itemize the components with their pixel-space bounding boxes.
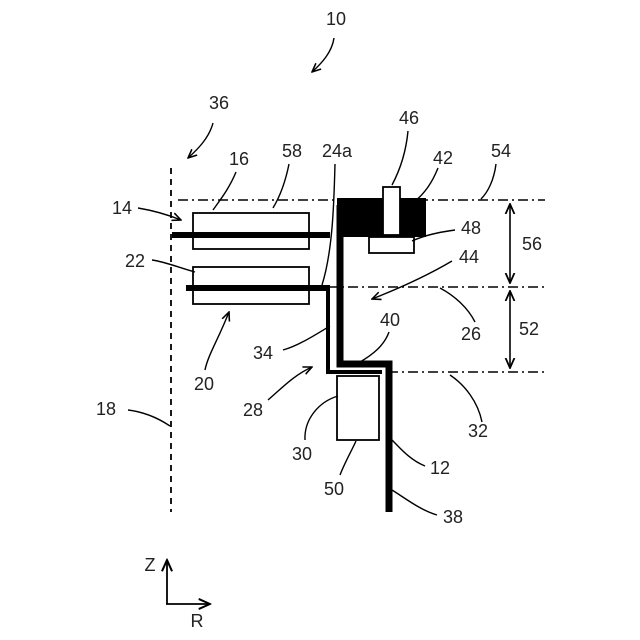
label-54: 54 (491, 141, 511, 161)
leader-10 (312, 38, 334, 72)
leader-58 (273, 164, 289, 208)
block-42 (337, 198, 426, 237)
path-24a (328, 288, 382, 372)
leader-18 (128, 410, 170, 426)
label-34: 34 (253, 343, 273, 363)
label-50: 50 (324, 479, 344, 499)
label-38: 38 (443, 507, 463, 527)
label-44: 44 (459, 247, 479, 267)
leader-42 (415, 168, 438, 201)
leader-46 (392, 131, 408, 185)
leader-26 (440, 288, 475, 322)
label-28: 28 (243, 400, 263, 420)
label-58: 58 (282, 141, 302, 161)
label-26: 26 (461, 324, 481, 344)
label-22: 22 (125, 251, 145, 271)
label-14: 14 (112, 198, 132, 218)
leader-40 (360, 332, 389, 362)
leader-54 (481, 164, 496, 199)
leader-28 (268, 367, 312, 400)
label-18: 18 (96, 399, 116, 419)
label-16: 16 (229, 149, 249, 169)
leader-44 (372, 261, 452, 299)
label-42: 42 (433, 148, 453, 168)
leader-32 (450, 375, 482, 422)
axis-r-label: R (191, 611, 204, 631)
label-36: 36 (209, 93, 229, 113)
label-52: 52 (519, 319, 539, 339)
label-12: 12 (430, 458, 450, 478)
label-24a: 24a (322, 141, 353, 161)
leader-30 (305, 396, 338, 440)
leader-24a (322, 164, 335, 285)
leader-20 (205, 312, 229, 370)
axis-z-label: Z (145, 555, 156, 575)
leader-36 (188, 123, 213, 158)
leader-50 (340, 441, 356, 475)
label-20: 20 (194, 374, 214, 394)
leader-22 (152, 260, 195, 272)
leader-14 (138, 208, 181, 220)
leader-16 (213, 172, 236, 210)
component-16-box (193, 213, 309, 249)
label-40: 40 (380, 310, 400, 330)
label-46: 46 (399, 108, 419, 128)
label-30: 30 (292, 444, 312, 464)
leader-12 (392, 440, 425, 466)
part-48 (369, 237, 414, 253)
slot-46 (383, 187, 400, 235)
label-56: 56 (522, 234, 542, 254)
label-10: 10 (326, 9, 346, 29)
label-32: 32 (468, 421, 488, 441)
label-48: 48 (461, 218, 481, 238)
leader-34 (283, 326, 330, 350)
leader-38 (392, 490, 437, 515)
part-50 (337, 376, 379, 440)
